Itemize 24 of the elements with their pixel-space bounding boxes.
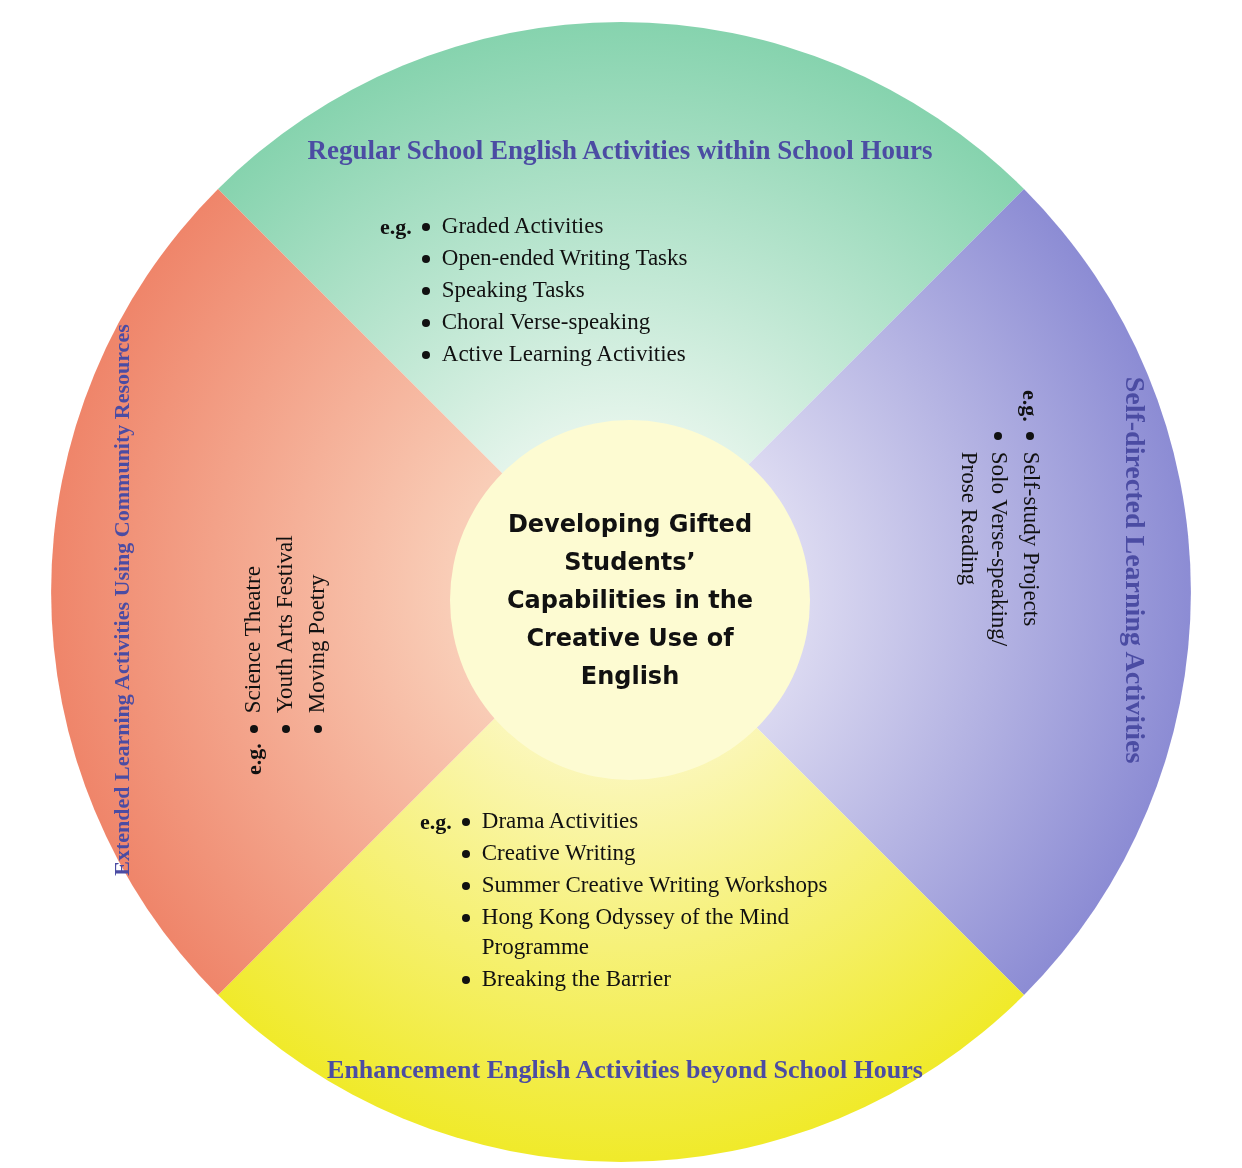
list-item: Youth Arts Festival [271, 535, 298, 714]
list-item: Drama Activities [481, 807, 639, 835]
list-item: Breaking the Barrier [481, 965, 671, 993]
list-item: Choral Verse-speaking [441, 308, 651, 336]
list-item: Creative Writing [481, 839, 636, 867]
list-item: Graded Activities [441, 212, 604, 240]
example-label: e.g. [240, 743, 267, 775]
list-item: Speaking Tasks [441, 276, 585, 304]
list-item: Moving Poetry [303, 574, 330, 714]
list-item: Solo Verse-speaking/ Prose Reading [956, 451, 1013, 649]
list-item: Self-study Projects [1018, 451, 1045, 627]
list-item: Active Learning Activities [441, 340, 686, 368]
sector-heading: Enhancement English Activities beyond School Hours [327, 1055, 923, 1085]
sector-heading: Self-directed Learning Activities [1119, 376, 1151, 764]
list-item: Hong Kong Odyssey of the Mind Programme [481, 903, 791, 961]
example-label: e.g. [380, 213, 412, 241]
example-label: e.g. [420, 808, 452, 836]
list-item: Summer Creative Writing Workshops [481, 871, 828, 899]
sector-heading: Regular School English Activities within School Hours [307, 134, 933, 166]
list-item: Open-ended Writing Tasks [441, 244, 688, 272]
center-title: Developing Gifted Students’ Capabilities in the Creative Use of English [505, 509, 755, 692]
example-label: e.g. [1017, 390, 1044, 422]
list-item: Science Theatre [239, 566, 266, 714]
sector-heading: Extended Learning Activities Using Community Resources [109, 324, 135, 876]
